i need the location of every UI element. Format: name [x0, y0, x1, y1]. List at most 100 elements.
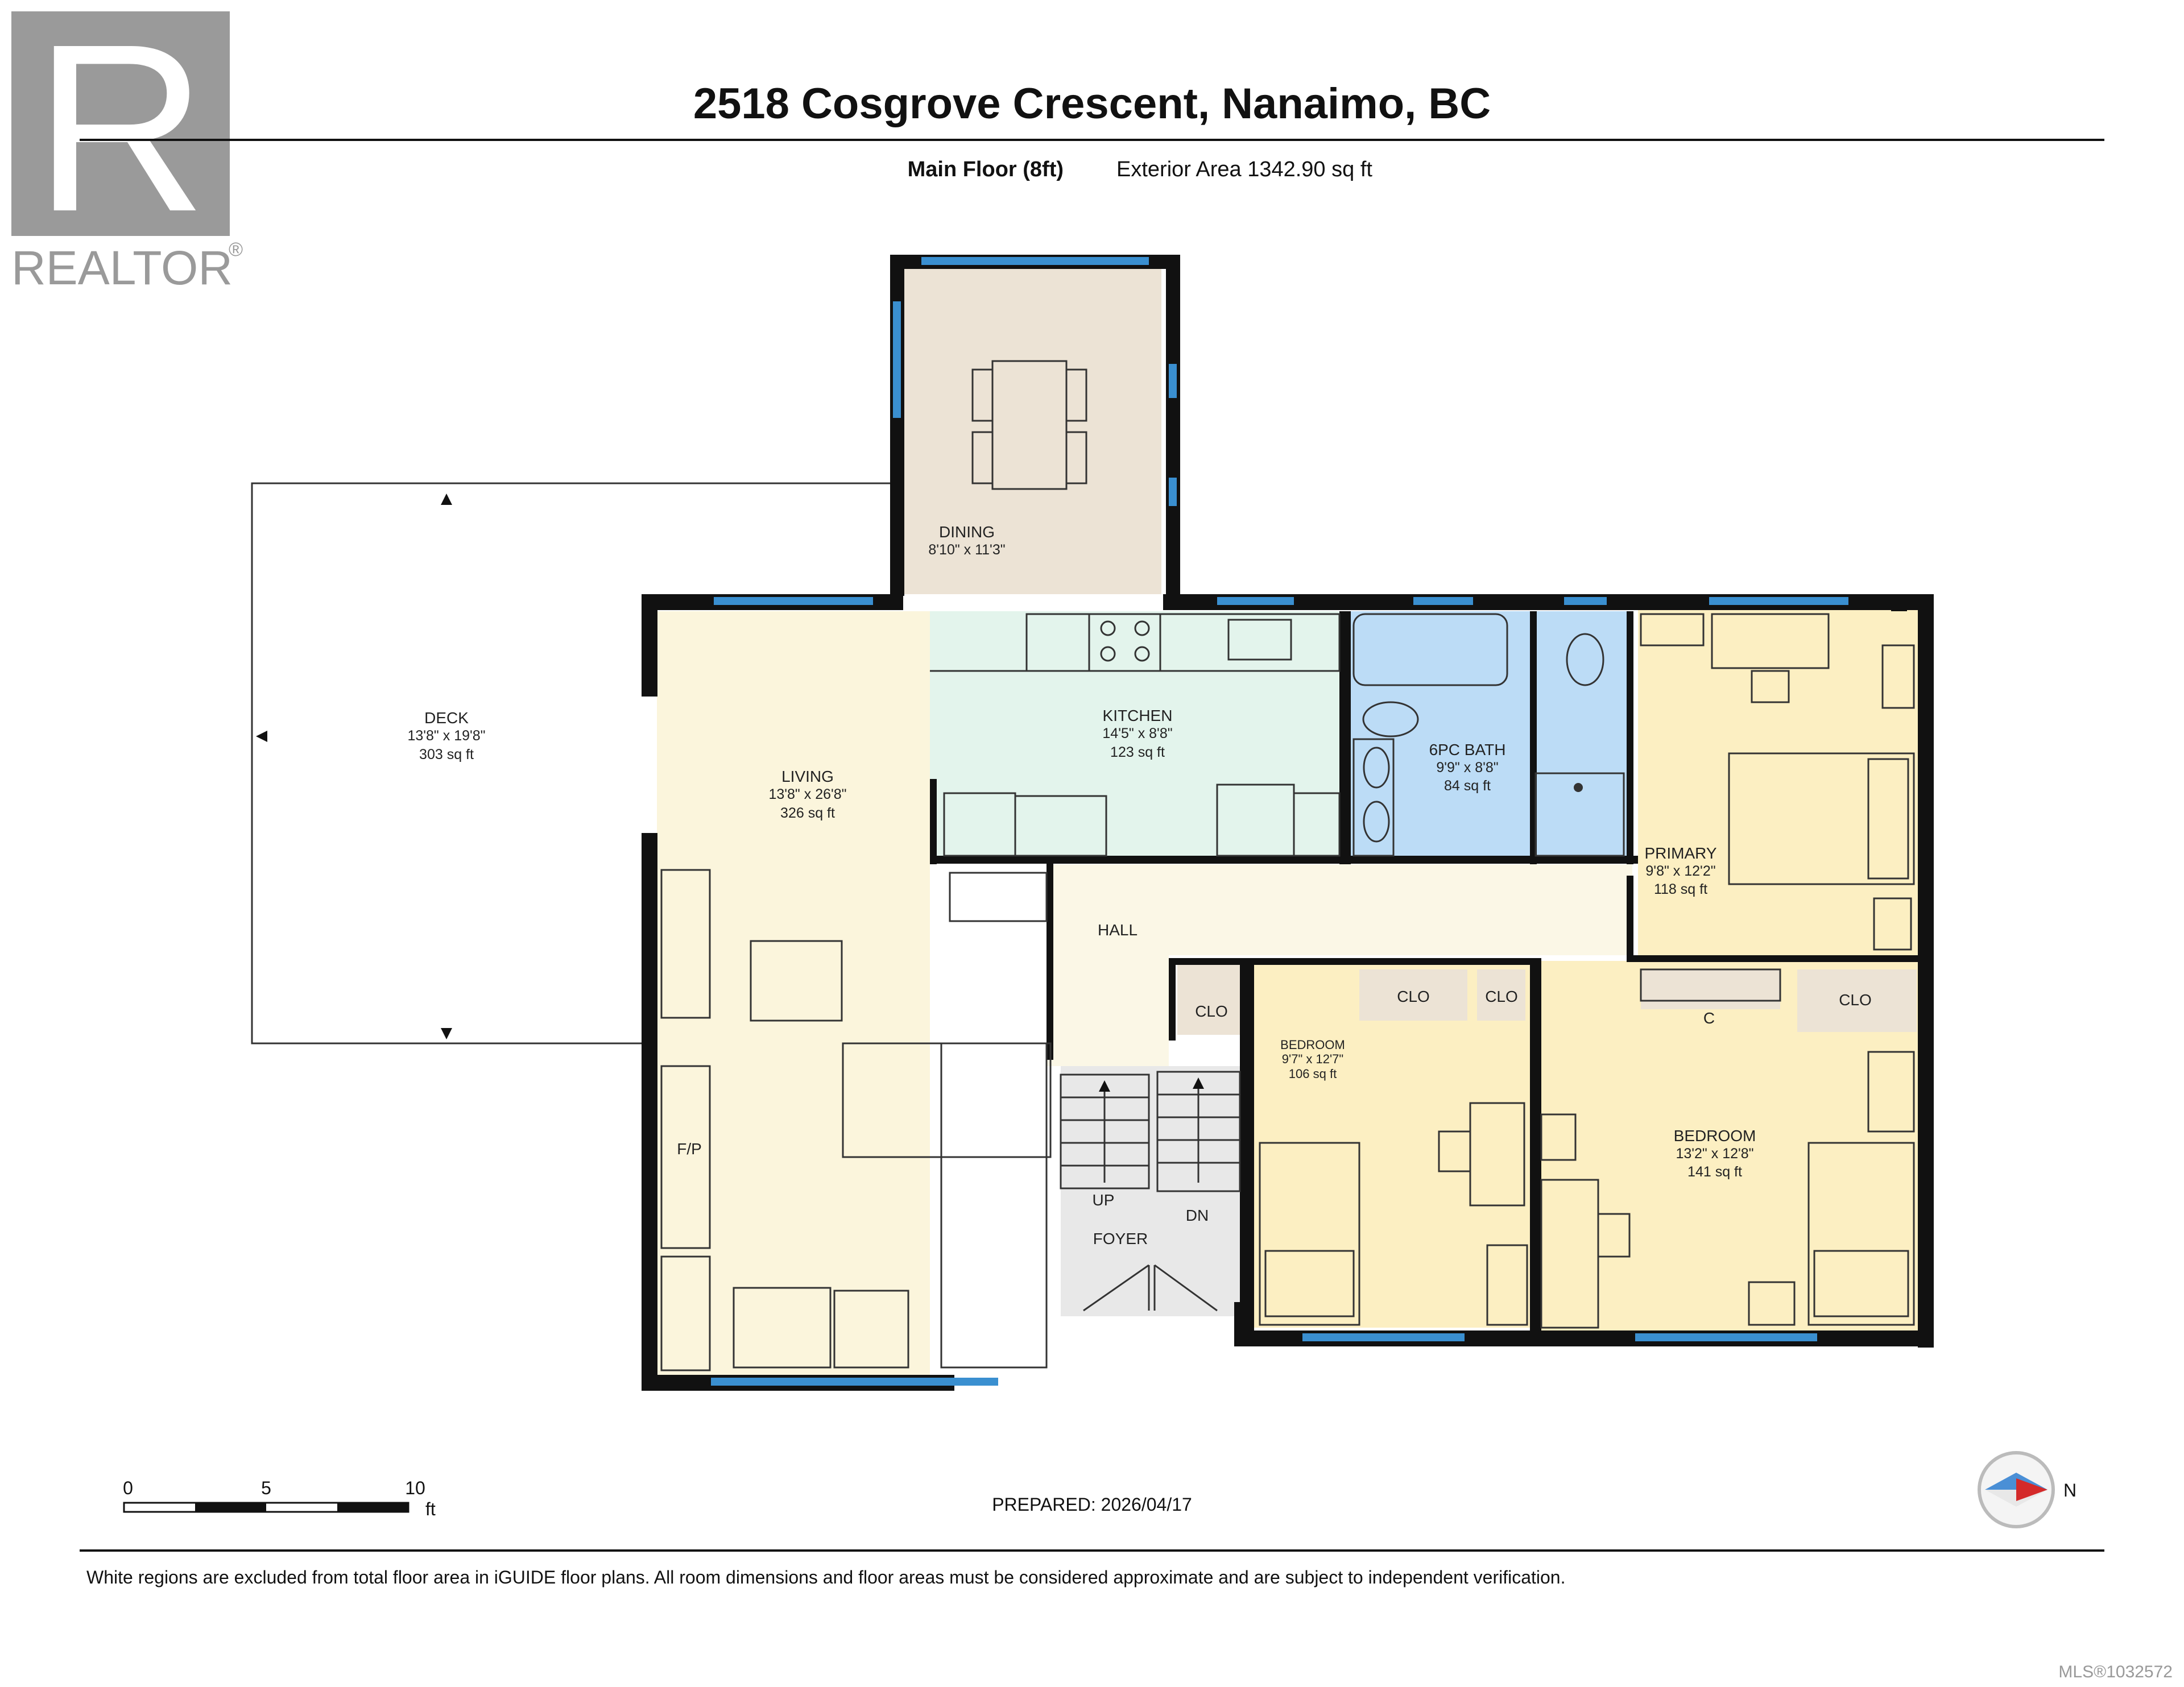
hall-lower-fill	[1046, 955, 1169, 1066]
scale-seg-2	[337, 1503, 408, 1512]
living-chair	[733, 1287, 832, 1369]
exterior-area: Exterior Area 1342.90 sq ft	[1116, 157, 1372, 181]
c-shelf	[1640, 968, 1781, 1002]
fireplace	[660, 1065, 711, 1249]
mls-number: MLS®1032572	[2058, 1663, 2173, 1681]
bedroom2-name: BEDROOM	[1674, 1127, 1756, 1145]
primary-name: PRIMARY	[1644, 844, 1716, 862]
wall-clo1-left	[1169, 958, 1176, 1041]
room-fills	[657, 267, 1920, 1382]
stair-up-arrow	[1099, 1080, 1110, 1092]
bedroom1-fill	[1254, 964, 1530, 1328]
living-ottoman	[833, 1290, 909, 1369]
bath-fill	[1351, 611, 1533, 857]
clo-label-3: CLO	[1485, 988, 1518, 1005]
dining-fill	[903, 267, 1161, 594]
dining-chair-4	[1065, 431, 1087, 484]
foyer-name: FOYER	[1093, 1230, 1148, 1247]
shower	[1534, 772, 1625, 857]
deck-outline	[251, 482, 893, 1044]
window-bed2	[1635, 1333, 1817, 1341]
scale-bar: 0 5 10 ft	[123, 1478, 436, 1519]
clo-label-1: CLO	[1195, 1002, 1228, 1020]
window-primary	[1709, 597, 1848, 605]
wall-primary-left	[1627, 876, 1633, 955]
foyer-door-left	[1083, 1264, 1150, 1312]
hall-name: HALL	[1098, 921, 1138, 939]
clo-fill-4	[1797, 969, 1917, 1032]
window-living-bottom	[711, 1378, 998, 1386]
primary-dresser	[1881, 644, 1915, 709]
deck-dims: 13'8" x 19'8"	[407, 728, 485, 744]
bed1-bed	[1259, 1142, 1360, 1326]
primary-chair	[1751, 670, 1790, 703]
living-side-table	[660, 1255, 711, 1371]
window-kitchen	[1217, 597, 1294, 605]
stove	[1088, 613, 1161, 672]
fireplace-label: F/P	[677, 1140, 702, 1158]
scale-5: 5	[261, 1478, 271, 1498]
realtor-registered-mark: ®	[229, 239, 243, 260]
dining-chair-3	[1065, 368, 1087, 422]
bath-sink-2	[1363, 801, 1390, 843]
shower-fill	[1533, 611, 1632, 857]
wall-kitchen-left	[930, 779, 937, 864]
kitchen-sink	[1227, 619, 1292, 661]
deck-arrow-bottom	[441, 1028, 452, 1039]
burner-4	[1134, 646, 1150, 662]
prepared-date: PREPARED: 2026/04/17	[992, 1494, 1192, 1515]
wall-living-left	[642, 833, 657, 1390]
window-living-top	[714, 597, 873, 605]
stairs-down-label: DN	[1186, 1207, 1209, 1224]
windows	[711, 257, 1848, 1386]
primary-fill	[1638, 606, 1920, 958]
wall-right	[1918, 594, 1934, 1348]
primary-headboard	[1867, 758, 1909, 880]
scale-seg-1	[195, 1503, 266, 1512]
stair-dn-arrow	[1193, 1077, 1204, 1089]
bed2-dresser	[1867, 1051, 1915, 1133]
clo-label-2: CLO	[1397, 988, 1430, 1005]
bedroom1-dims: 9'7" x 12'7"	[1282, 1052, 1343, 1066]
wall-bed1-right	[1530, 958, 1541, 1333]
compass-north-label: N	[2063, 1480, 2077, 1501]
kitchen-area: 123 sq ft	[1110, 744, 1165, 760]
deck-area: DECK 13'8" x 19'8" 303 sq ft	[251, 482, 893, 1044]
living-cabinet	[660, 869, 711, 1019]
bedroom1-name: BEDROOM	[1280, 1038, 1345, 1052]
primary-dims: 9'8" x 12'2"	[1645, 863, 1715, 879]
window-dining-right-1	[1169, 364, 1177, 398]
window-dining-left	[893, 301, 901, 418]
stairs-up	[1060, 1073, 1150, 1189]
bed1-pillow	[1264, 1250, 1355, 1317]
primary-desk	[1711, 613, 1830, 669]
burner-2	[1134, 620, 1150, 636]
deck-arrow-top	[441, 494, 452, 505]
walls	[642, 255, 1934, 1391]
hall-cabinet	[949, 872, 1048, 922]
dining-chair-1	[971, 368, 994, 422]
realtor-logo-letter: R	[34, 0, 206, 262]
bath-toilet	[1362, 701, 1419, 737]
window-dining-top	[921, 257, 1149, 265]
bed1-dresser	[1486, 1244, 1528, 1326]
bed2-nightstand	[1748, 1281, 1796, 1326]
dining-table	[991, 360, 1068, 490]
wall-bath-right	[1627, 611, 1633, 864]
living-name: LIVING	[781, 768, 834, 785]
scale-0: 0	[123, 1478, 133, 1498]
realtor-logo: R REALTOR ®	[11, 0, 243, 295]
wall-bath-left	[1339, 611, 1351, 864]
bath-dims: 9'9" x 8'8"	[1436, 760, 1498, 776]
wall-living-left-top	[642, 594, 657, 697]
bed2-chair-2	[1540, 1113, 1577, 1161]
primary-nightstand	[1873, 897, 1912, 951]
primary-area: 118 sq ft	[1654, 881, 1707, 897]
kitchen-lower-right	[1293, 792, 1341, 857]
bath-name: 6PC BATH	[1429, 741, 1506, 758]
window-bath-2	[1564, 597, 1607, 605]
wall-top-corner	[1877, 594, 1934, 610]
burner-3	[1100, 646, 1116, 662]
address-title: 2518 Cosgrove Crescent, Nanaimo, BC	[693, 80, 1491, 128]
clo-fill-3	[1477, 969, 1525, 1021]
